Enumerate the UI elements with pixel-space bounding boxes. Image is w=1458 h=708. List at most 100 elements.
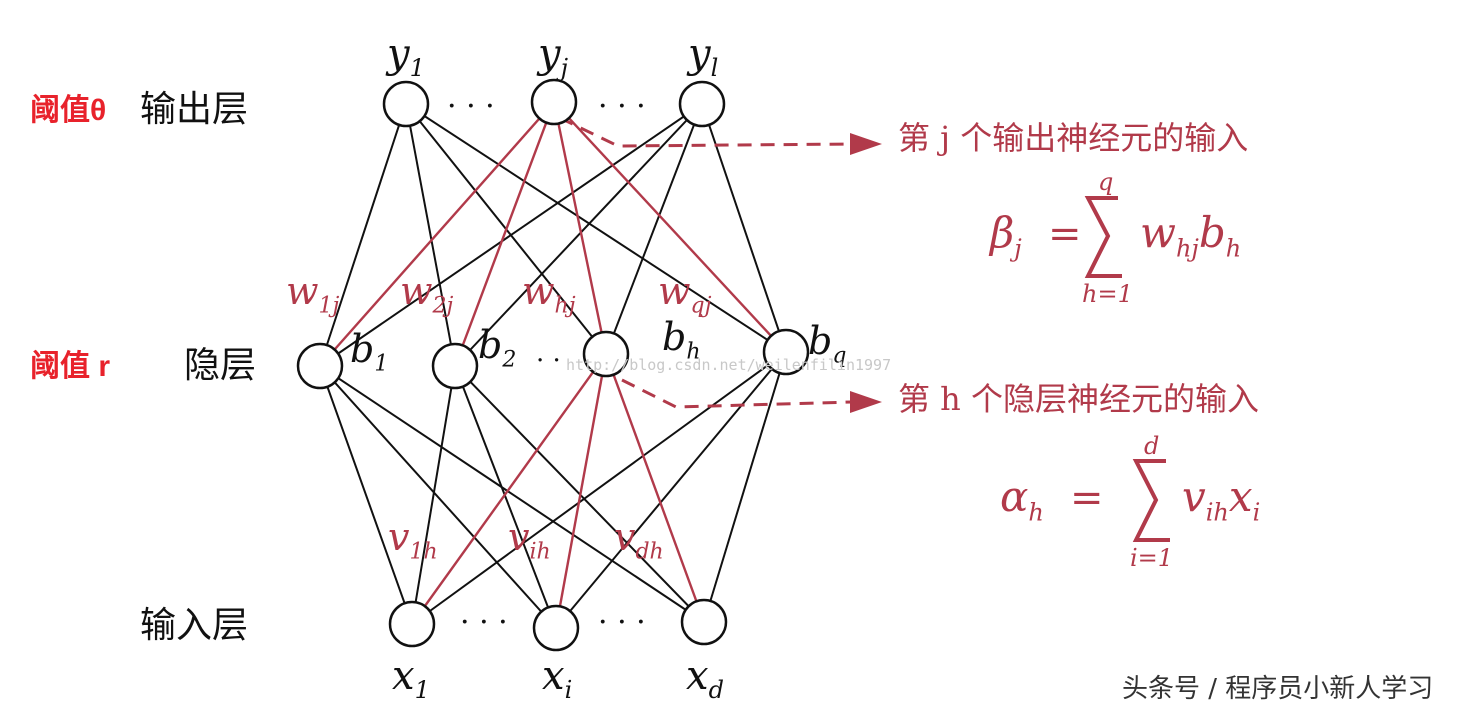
edge-hidden0-output0 <box>319 103 407 367</box>
edge-hidden2-output2 <box>605 103 703 355</box>
input-node-label-d: xd <box>686 653 724 704</box>
alpha-lower: i=1 <box>1130 544 1174 572</box>
edge-hidden1-output0 <box>405 103 456 367</box>
edge-input1-hidden1 <box>454 365 557 629</box>
output-dots-1: · · · <box>447 89 495 124</box>
sub: 1 <box>374 351 389 377</box>
output-node-1 <box>530 78 578 126</box>
edge-hidden0-output1 <box>319 101 555 367</box>
weight-label-v1h: v1h <box>388 515 438 565</box>
output-input-annotation: 第 j 个输出神经元的输入 <box>898 119 1249 157</box>
edge-input2-hidden3 <box>703 351 787 623</box>
sigma-alpha <box>1132 459 1170 542</box>
hidden-dots: · · <box>536 346 561 376</box>
input-dots-2: · · · <box>598 605 646 640</box>
beta-equals: = <box>1048 211 1082 257</box>
hidden-node-label-2: b2 <box>478 323 517 373</box>
sub: i <box>1252 498 1261 527</box>
edge-hidden2-output1 <box>552 101 608 355</box>
edge-input2-hidden2 <box>604 353 706 623</box>
edge-input0-hidden0 <box>319 365 413 625</box>
sub: hj <box>554 293 576 319</box>
edge-hidden1-output1 <box>453 101 556 367</box>
arrowhead-hidden <box>850 391 882 413</box>
alpha-upper: d <box>1144 432 1160 460</box>
beta-lhs: βj <box>990 208 1022 263</box>
annotation-arrows <box>559 116 882 413</box>
beta-term: whjbh <box>1140 208 1242 263</box>
edge-input2-hidden0 <box>319 365 705 623</box>
input-dots-1: · · · <box>460 605 508 640</box>
sub: 2 <box>502 347 517 373</box>
highlighted-edges <box>319 101 787 629</box>
weight-label-vdh: vdh <box>614 515 664 565</box>
sub: dh <box>635 539 664 565</box>
weight-label-w1j: w1j <box>286 269 340 319</box>
input-node-0 <box>388 600 436 648</box>
alpha-equals: = <box>1070 475 1104 521</box>
hidden-node-0 <box>296 342 344 390</box>
sub: i <box>564 676 573 704</box>
input-node-label-1: x1 <box>392 653 430 704</box>
edge-input0-hidden2 <box>411 353 607 625</box>
sub: hj <box>1175 234 1199 263</box>
arrow-hidden-annotation <box>621 378 853 409</box>
edge-hidden1-output2 <box>454 103 703 367</box>
sub: l <box>710 54 719 82</box>
sub: h <box>1225 234 1242 263</box>
edge-input0-hidden3 <box>411 351 787 625</box>
input-layer-label: 输入层 <box>140 605 249 646</box>
hidden-node-3 <box>762 328 810 376</box>
sub: j <box>1014 234 1022 263</box>
alpha-lhs: αh <box>1000 472 1044 527</box>
hidden-input-annotation: 第 h 个隐层神经元的输入 <box>898 380 1259 418</box>
edge-input1-hidden0 <box>319 365 557 629</box>
edge-hidden3-output0 <box>405 103 787 353</box>
sub: ih <box>529 539 551 565</box>
hidden-threshold-tag: 阈值 r <box>30 350 111 383</box>
hidden-node-label-h: bh <box>662 315 701 365</box>
beta-lower: h=1 <box>1082 280 1133 308</box>
watermark-url: http://blog.csdn.net/weilenfilin1997 <box>566 356 892 374</box>
input-node-1 <box>532 604 580 652</box>
nodes <box>296 78 810 652</box>
sub: j <box>560 54 569 82</box>
sigma-symbols <box>1084 196 1170 542</box>
sub: 1h <box>409 539 438 565</box>
output-node-label-j: yj <box>538 31 569 82</box>
edge-input1-hidden3 <box>555 351 787 629</box>
weight-label-wqj: wqj <box>658 269 712 319</box>
hidden-node-1 <box>431 342 479 390</box>
weight-label-w2j: w2j <box>400 269 454 319</box>
input-node-2 <box>680 598 728 646</box>
sigma-beta <box>1084 196 1122 278</box>
output-node-label-1: y1 <box>387 31 425 82</box>
sub: ih <box>1205 498 1229 527</box>
output-threshold-tag: 阈值θ <box>30 94 107 127</box>
sub: 1 <box>414 676 430 704</box>
output-node-2 <box>678 80 726 128</box>
sub: d <box>708 676 724 704</box>
hidden-node-2 <box>582 330 630 378</box>
input-node-label-i: xi <box>542 653 573 704</box>
sub: q <box>832 343 847 369</box>
hidden-layer-label: 隐层 <box>184 345 257 386</box>
output-node-label-l: yl <box>688 31 719 82</box>
edge-input0-hidden1 <box>411 365 456 625</box>
beta-upper: q <box>1098 168 1114 196</box>
sub: 2j <box>432 293 454 319</box>
sub: h <box>1028 498 1044 527</box>
edge-hidden3-output2 <box>701 103 787 353</box>
weight-label-vih: vih <box>508 515 551 565</box>
alpha-term: vihxi <box>1182 472 1261 527</box>
sub: 1j <box>318 293 340 319</box>
output-layer-label: 输出层 <box>140 89 249 130</box>
sub: h <box>686 339 701 365</box>
arrow-output-annotation <box>559 116 853 148</box>
hidden-node-label-1: b1 <box>350 327 389 377</box>
arrowhead-output <box>850 133 882 155</box>
weight-label-whj: whj <box>522 269 576 319</box>
sub: 1 <box>409 54 425 82</box>
